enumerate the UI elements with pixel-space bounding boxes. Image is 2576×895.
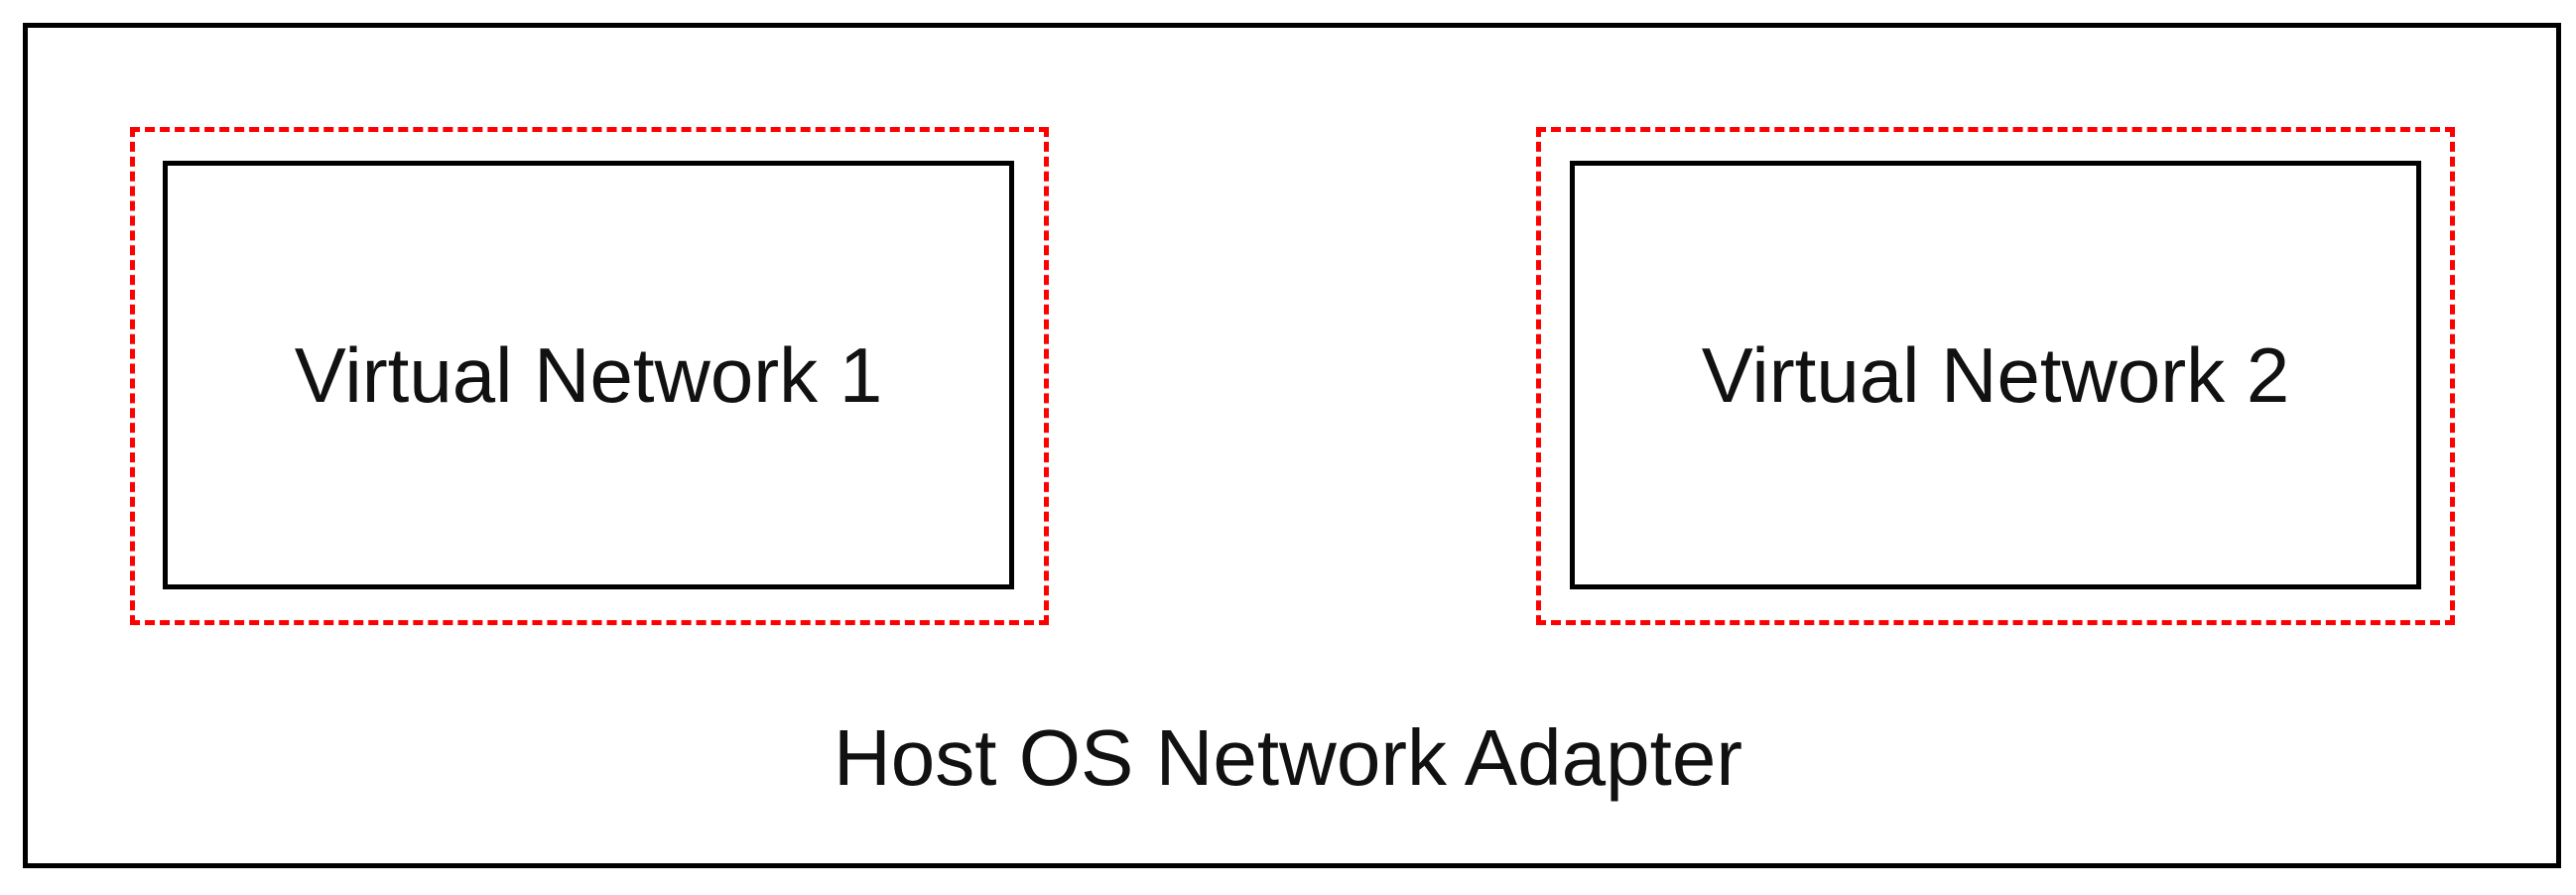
virtual-network-1-box: Virtual Network 1 bbox=[163, 161, 1014, 589]
virtual-network-1-label: Virtual Network 1 bbox=[294, 331, 883, 419]
virtual-network-2-label: Virtual Network 2 bbox=[1701, 331, 2290, 419]
virtual-network-2-box: Virtual Network 2 bbox=[1570, 161, 2421, 589]
isolation-boundary-2 bbox=[1536, 127, 2455, 625]
isolation-boundary-1 bbox=[130, 127, 1049, 625]
host-os-network-adapter-label: Host OS Network Adapter bbox=[834, 713, 1742, 802]
